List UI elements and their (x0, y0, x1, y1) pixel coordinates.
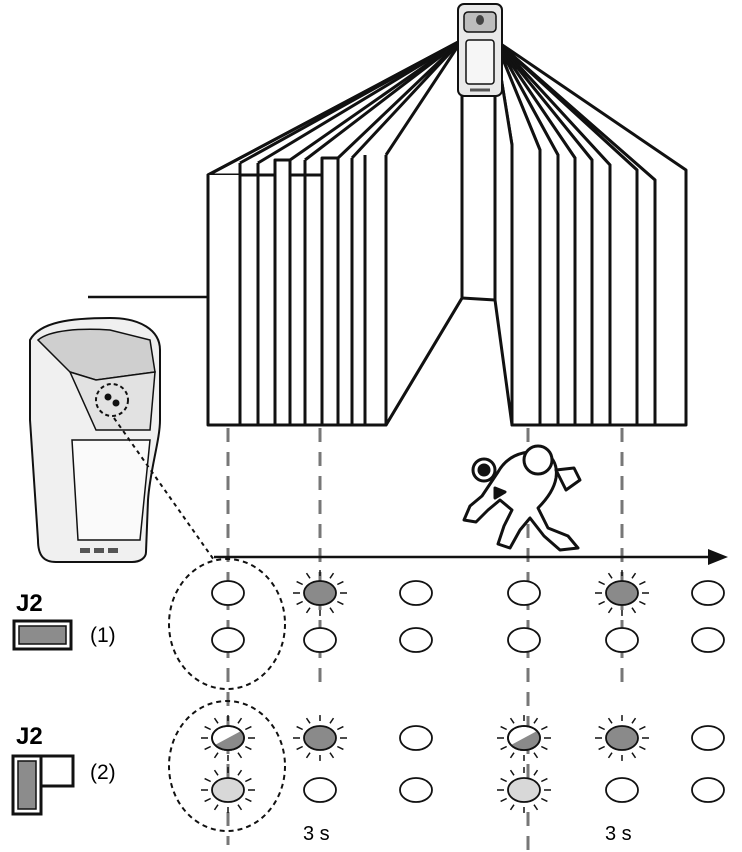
led-on (293, 715, 347, 761)
jumper-label-1: J2 (16, 590, 43, 617)
led-off (691, 725, 725, 751)
led-off (507, 580, 541, 606)
detection-zones-right (460, 38, 688, 427)
led-on (595, 570, 649, 616)
zone-panel (206, 175, 242, 427)
zone-panel (273, 158, 290, 425)
callout-circle-mode-2 (168, 700, 286, 832)
motion-detector-icon (29, 316, 161, 563)
led-off (605, 777, 639, 803)
led-off (399, 627, 433, 653)
time-label-2: 3 s (605, 823, 632, 845)
led-off (211, 580, 245, 606)
ceiling-detector-icon (457, 3, 503, 97)
led-on (201, 767, 255, 813)
led-off (399, 725, 433, 751)
time-arrow-icon (214, 549, 728, 565)
led-off (691, 580, 725, 606)
zone-panel (320, 38, 464, 425)
led-off (399, 580, 433, 606)
led-off (691, 627, 725, 653)
led-off (691, 777, 725, 803)
led-on (497, 715, 551, 761)
led-on (293, 570, 347, 616)
jumper-horizontal-icon (12, 619, 73, 651)
led-on (595, 715, 649, 761)
callout-line (113, 417, 215, 561)
led-off (303, 627, 337, 653)
mode-label-2: (2) (90, 761, 116, 784)
led-off (605, 627, 639, 653)
callout-circle-mode-1 (168, 558, 286, 690)
led-on (201, 715, 255, 761)
led-grid (201, 570, 725, 813)
running-intruder-icon (462, 444, 582, 552)
jumper-vertical-icon (11, 754, 75, 816)
led-off (211, 627, 245, 653)
led-off (303, 777, 337, 803)
mode-label-1: (1) (90, 624, 116, 647)
led-off (507, 627, 541, 653)
time-label-1: 3 s (303, 823, 330, 845)
zone-edges-left (206, 155, 388, 427)
jumper-label-2: J2 (16, 723, 43, 750)
detection-zones-left (206, 38, 464, 427)
led-on (497, 767, 551, 813)
led-off (399, 777, 433, 803)
